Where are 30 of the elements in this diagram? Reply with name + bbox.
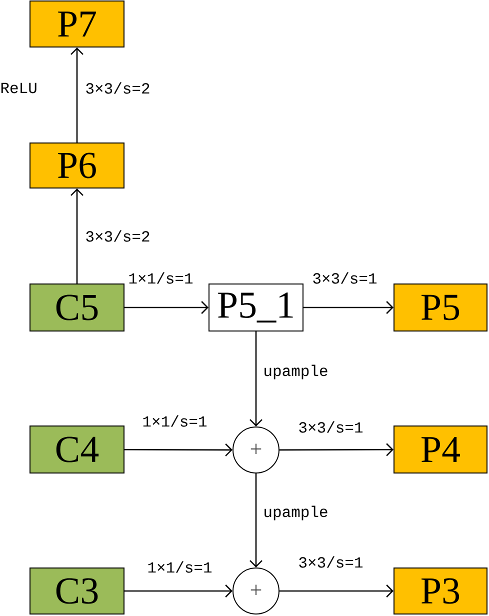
edge-label: 3×3/s=2 bbox=[84, 229, 152, 243]
edge-label: 3×3/s=1 bbox=[311, 271, 378, 285]
arrow bbox=[250, 474, 262, 568]
arrow bbox=[70, 48, 84, 142]
feature-map-box: P5 bbox=[394, 284, 488, 332]
feature-map-box: C3 bbox=[30, 568, 124, 614]
feature-map-box: P7 bbox=[30, 0, 124, 48]
arrow bbox=[124, 584, 232, 598]
arrow bbox=[70, 188, 84, 284]
feature-map-box: P5_1 bbox=[208, 284, 304, 332]
edge-label: upample bbox=[262, 504, 330, 522]
arrow bbox=[280, 584, 394, 598]
arrow bbox=[124, 443, 232, 456]
edge-label: 1×1/s=1 bbox=[127, 271, 194, 285]
arrow bbox=[250, 332, 262, 426]
feature-map-box: P4 bbox=[394, 426, 488, 474]
arrow bbox=[124, 301, 208, 314]
edge-label: upample bbox=[262, 364, 330, 380]
feature-map-box: P6 bbox=[30, 142, 124, 188]
feature-map-box: C4 bbox=[30, 426, 124, 474]
edge-label: 1×1/s=1 bbox=[141, 414, 208, 428]
edge-label: 3×3/s=1 bbox=[297, 555, 364, 569]
edge-label: 3×3/s=1 bbox=[297, 420, 364, 434]
feature-map-box: C5 bbox=[30, 284, 124, 332]
arrow bbox=[304, 301, 394, 314]
edge-label: 1×1/s=1 bbox=[146, 560, 214, 574]
text-label: ReLU bbox=[1, 82, 36, 94]
edge-label: 3×3/s=2 bbox=[84, 81, 152, 95]
feature-map-box: P3 bbox=[394, 568, 488, 614]
arrow bbox=[280, 443, 394, 456]
